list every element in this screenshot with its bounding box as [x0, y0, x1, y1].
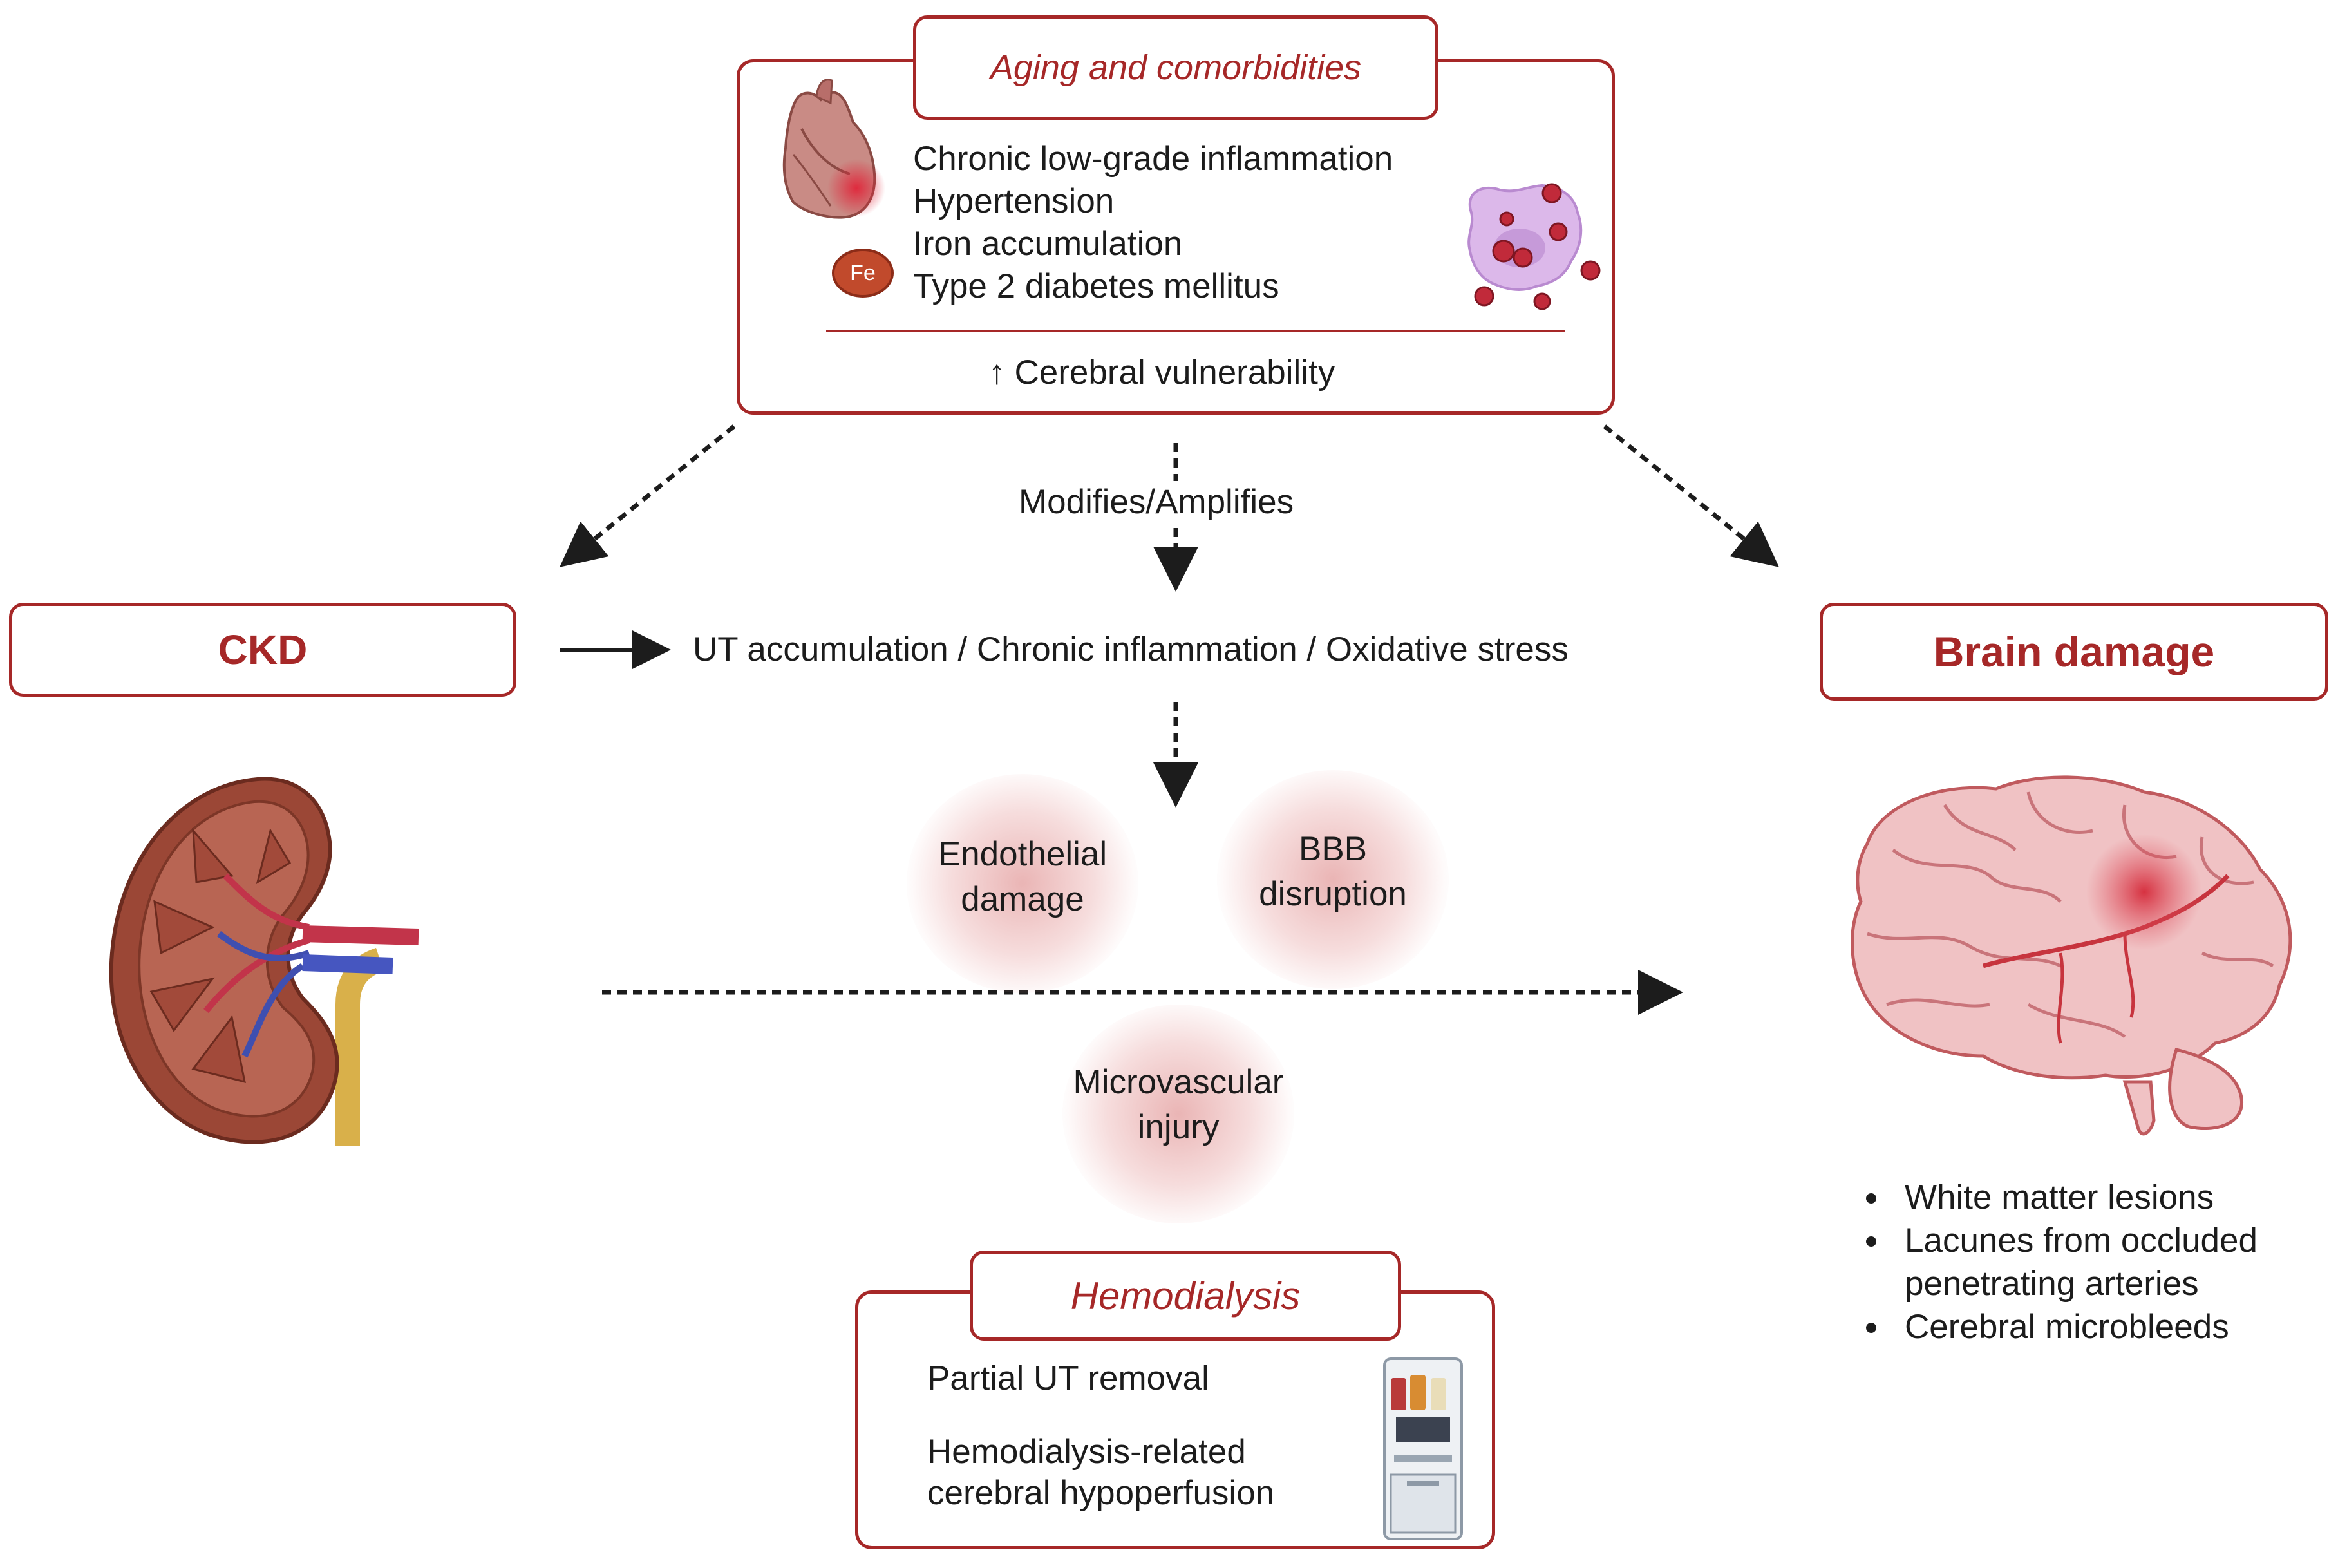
microvascular-line2: injury — [1137, 1108, 1220, 1146]
endothelial-line1: Endothelial — [938, 835, 1108, 873]
microvascular-line1: Microvascular — [1073, 1063, 1284, 1101]
iron-icon: Fe — [832, 249, 894, 298]
bbb-line1: BBB — [1298, 830, 1368, 868]
cerebral-vulnerability-label: Cerebral vulnerability — [1014, 354, 1335, 392]
hemodialysis-title: Hemodialysis — [1070, 1274, 1301, 1318]
aging-item-diabetes: Type 2 diabetes mellitus — [913, 267, 1279, 305]
endothelial-line2: damage — [961, 880, 1084, 918]
modifies-amplifies-label: Modifies/Amplifies — [1016, 481, 1297, 524]
microvascular-injury-label: Microvascular injury — [1050, 1060, 1307, 1150]
bbb-disruption-label: BBB disruption — [1217, 827, 1449, 917]
finding-microbleeds: Cerebral microbleeds — [1861, 1305, 2312, 1348]
bbb-disruption-blob — [1217, 770, 1449, 989]
up-arrow-icon: ↑ — [988, 354, 1006, 392]
aging-item-hypertension: Hypertension — [913, 182, 1115, 220]
ckd-label: CKD — [218, 627, 308, 673]
brain-findings-list: White matter lesions Lacunes from occlud… — [1861, 1176, 2312, 1348]
hemodialysis-item-hypoperfusion-line1: Hemodialysis-related — [927, 1433, 1246, 1471]
arrow-aging-to-ckd — [560, 424, 736, 567]
microvascular-injury-blob — [1062, 1005, 1294, 1223]
aging-divider — [826, 330, 1565, 332]
hemodialysis-item-hypoperfusion-line2: cerebral hypoperfusion — [927, 1474, 1275, 1512]
brain-damage-box: Brain damage — [1820, 603, 2328, 701]
finding-lacunes: Lacunes from occluded penetrating arteri… — [1861, 1219, 2312, 1305]
bbb-line2: disruption — [1259, 875, 1407, 913]
arrow-aging-to-brain — [1603, 424, 1779, 567]
aging-comorbidities-title: Aging and comorbidities — [990, 48, 1362, 87]
aging-comorbidities-title-box: Aging and comorbidities — [913, 15, 1438, 120]
brain-damage-label: Brain damage — [1933, 628, 2215, 675]
aging-item-iron: Iron accumulation — [913, 225, 1183, 263]
pathway-text: UT accumulation / Chronic inflammation /… — [693, 630, 1569, 668]
hemodialysis-item-ut-removal: Partial UT removal — [927, 1359, 1209, 1397]
iron-symbol: Fe — [850, 260, 876, 285]
finding-white-matter: White matter lesions — [1861, 1176, 2312, 1219]
cerebral-vulnerability: ↑Cerebral vulnerability — [988, 352, 1335, 394]
hemodialysis-title-box: Hemodialysis — [970, 1251, 1401, 1341]
aging-item-inflammation: Chronic low-grade inflammation — [913, 140, 1393, 178]
ckd-box: CKD — [9, 603, 516, 697]
endothelial-damage-blob — [907, 774, 1138, 993]
endothelial-damage-label: Endothelial damage — [907, 832, 1138, 922]
